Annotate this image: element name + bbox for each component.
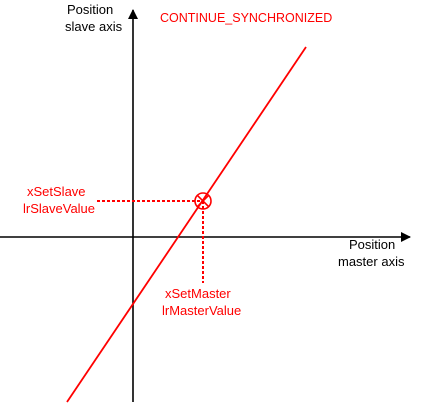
- master-axis-label-line1: Position: [349, 237, 395, 252]
- slave-axis-label-line1: Position: [67, 2, 113, 17]
- master-set-label: xSetMaster: [165, 286, 231, 301]
- master-axis-label-line2: master axis: [338, 254, 405, 269]
- slave-axis-label-line2: slave axis: [65, 19, 123, 34]
- circle-cross-icon: [194, 192, 212, 210]
- slave-set-label: xSetSlave: [27, 184, 86, 199]
- master-value-label: lrMasterValue: [162, 303, 241, 318]
- slave-value-label: lrSlaveValue: [23, 201, 95, 216]
- synchronized-motion-line: [66, 46, 307, 403]
- diagram-title: CONTINUE_SYNCHRONIZED: [160, 11, 332, 25]
